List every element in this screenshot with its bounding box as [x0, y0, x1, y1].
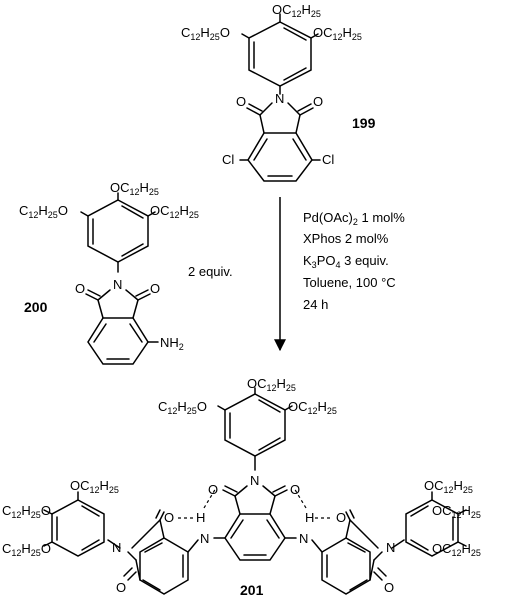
- c199-cl-left: Cl: [222, 152, 234, 167]
- c200-top-alkoxy: OC12H25: [110, 180, 159, 197]
- c201-right-imide-n: N: [386, 540, 395, 555]
- c201-left-imide-o: O: [164, 510, 174, 525]
- compound-201-structure: [43, 387, 467, 595]
- c201-right-low-alkoxy: OC12H25: [432, 541, 481, 558]
- c199-top-alkoxy: OC12H25: [272, 2, 321, 19]
- c201-right-imide-o: O: [336, 510, 346, 525]
- compound-199-structure: [239, 13, 321, 182]
- c201-top-right-alkoxy: OC12H25: [288, 399, 337, 416]
- c201-left-low-alkoxy: C12H25O: [2, 541, 51, 558]
- condition-solvent-temp: Toluene, 100 °C: [303, 275, 396, 290]
- c201-amine-h-left: H: [196, 510, 205, 525]
- c199-carbonyl-o-right: O: [313, 94, 323, 109]
- c199-right-alkoxy: OC12H25: [313, 25, 362, 42]
- c201-right-mid-alkoxy: OC12H25: [432, 503, 481, 520]
- c199-cl-right: Cl: [322, 152, 334, 167]
- condition-ligand: XPhos 2 mol%: [303, 231, 389, 246]
- c201-left-lower-o: O: [116, 580, 126, 595]
- c199-carbonyl-o-left: O: [236, 94, 246, 109]
- c200-left-alkoxy: C12H25O: [19, 203, 68, 220]
- compound-200-equivalents: 2 equiv.: [188, 264, 233, 279]
- c200-carbonyl-o-right: O: [150, 281, 160, 296]
- c200-imide-n: N: [113, 277, 122, 292]
- c201-central-o-left: O: [208, 482, 218, 497]
- c200-right-alkoxy: OC12H25: [150, 203, 199, 220]
- c201-left-imide-n: N: [112, 540, 121, 555]
- compound-201-label: 201: [240, 582, 264, 598]
- c201-right-lower-o: O: [384, 580, 394, 595]
- c199-imide-n: N: [275, 91, 284, 106]
- c201-right-top-alkoxy: OC12H25: [424, 478, 473, 495]
- c201-amine-n-right: N: [299, 531, 308, 546]
- condition-base: K3PO4 3 equiv.: [303, 253, 389, 270]
- h-bond-left-inner: [203, 487, 217, 509]
- h-bond-right-inner: [293, 487, 307, 509]
- c201-top-alkoxy: OC12H25: [247, 376, 296, 393]
- c201-central-imide-n: N: [250, 473, 259, 488]
- c199-left-alkoxy: C12H25O: [181, 25, 230, 42]
- condition-catalyst: Pd(OAc)2 1 mol%: [303, 210, 405, 227]
- compound-199-label: 199: [352, 115, 376, 131]
- compound-200-label: 200: [24, 299, 48, 315]
- c201-left-top-alkoxy: OC12H25: [70, 478, 119, 495]
- compound-200-structure: [80, 192, 159, 365]
- c200-amino-group: NH2: [160, 335, 184, 352]
- c201-amine-h-right: H: [305, 510, 314, 525]
- c201-amine-n-left: N: [200, 531, 209, 546]
- c200-carbonyl-o-left: O: [75, 281, 85, 296]
- c201-left-mid-alkoxy: C12H25O: [2, 503, 51, 520]
- c201-top-left-alkoxy: C12H25O: [158, 399, 207, 416]
- condition-time: 24 h: [303, 297, 328, 312]
- c201-central-o-right: O: [290, 482, 300, 497]
